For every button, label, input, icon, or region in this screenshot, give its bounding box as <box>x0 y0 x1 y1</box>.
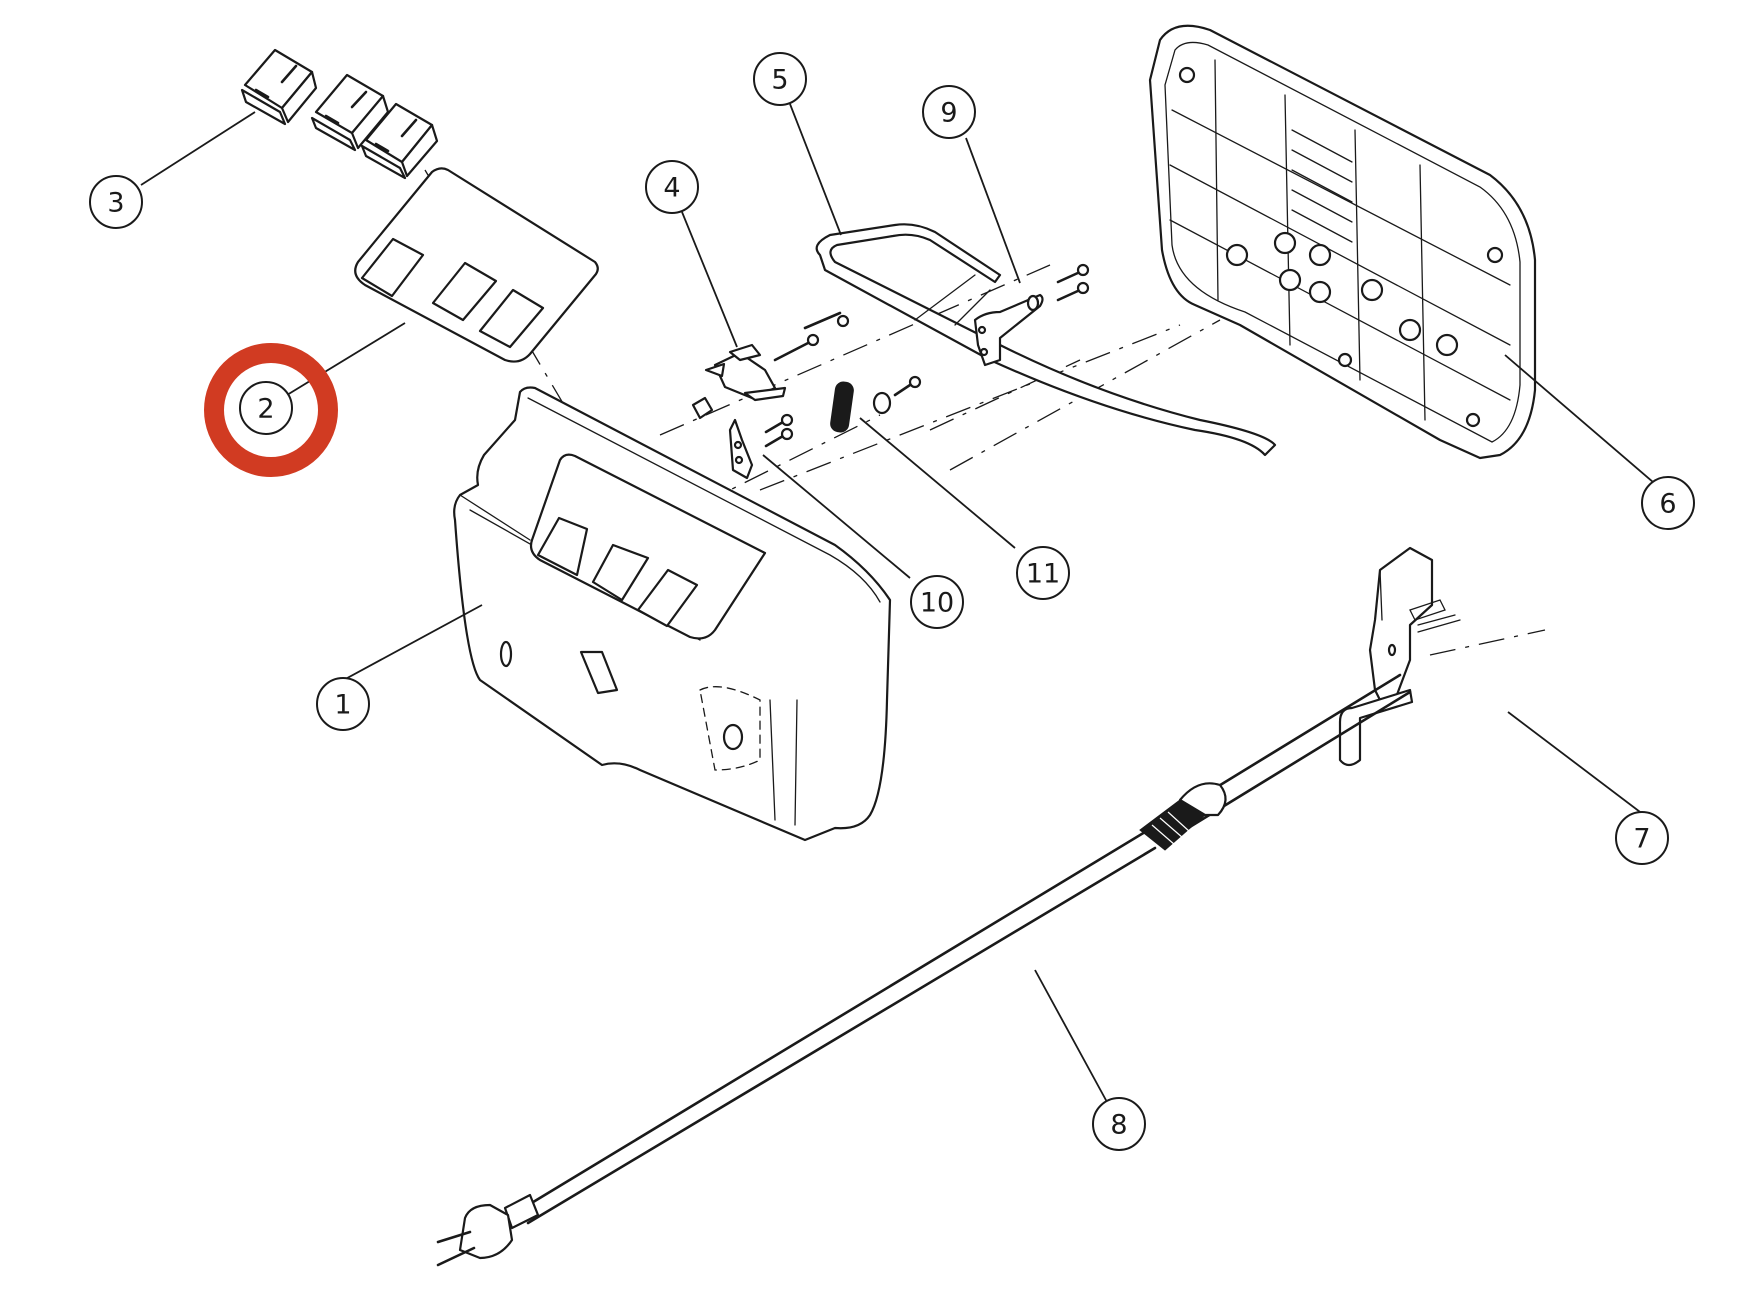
leader-3 <box>140 111 256 186</box>
leader-9 <box>965 137 1021 284</box>
leader-4 <box>681 211 738 348</box>
callout-8[interactable]: 8 <box>1092 1097 1146 1151</box>
cable-bracket-part[interactable] <box>1338 546 1461 767</box>
callout-1[interactable]: 1 <box>316 677 370 731</box>
leader-6 <box>1504 354 1654 483</box>
callout-9-label: 9 <box>940 98 957 129</box>
leader-8 <box>1034 969 1108 1103</box>
switch-lever-part[interactable] <box>728 413 794 480</box>
callout-4-label: 4 <box>663 173 680 204</box>
callout-11[interactable]: 11 <box>1016 546 1070 600</box>
housing-part[interactable] <box>453 386 892 842</box>
rocker-switch <box>360 102 439 180</box>
callout-7[interactable]: 7 <box>1615 811 1669 865</box>
leader-5 <box>789 103 842 236</box>
handle-bracket-part[interactable] <box>973 263 1090 367</box>
callout-4[interactable]: 4 <box>645 160 699 214</box>
leader-10 <box>762 454 911 579</box>
callout-3[interactable]: 3 <box>89 175 143 229</box>
callout-8-label: 8 <box>1110 1110 1127 1141</box>
callout-1-label: 1 <box>334 690 351 721</box>
callout-7-label: 7 <box>1633 824 1650 855</box>
callout-11-label: 11 <box>1026 559 1060 590</box>
callout-6[interactable]: 6 <box>1641 476 1695 530</box>
leader-7 <box>1507 711 1653 822</box>
callout-5[interactable]: 5 <box>753 52 807 106</box>
callout-9[interactable]: 9 <box>922 85 976 139</box>
leader-2 <box>286 322 406 396</box>
back-cover-part[interactable] <box>1148 24 1537 460</box>
leader-11 <box>859 417 1016 549</box>
callout-10-label: 10 <box>920 588 954 619</box>
power-cord-part[interactable] <box>436 673 1412 1267</box>
callout-6-label: 6 <box>1659 489 1676 520</box>
leader-1 <box>326 604 483 690</box>
bail-handle-part[interactable] <box>815 223 1277 457</box>
highlight-ring <box>204 343 338 477</box>
rocker-switches-part[interactable] <box>240 48 439 180</box>
callout-3-label: 3 <box>107 188 124 219</box>
callout-2-label: 2 <box>257 394 274 425</box>
tension-spring-part[interactable] <box>830 375 922 433</box>
callout-5-label: 5 <box>771 65 788 96</box>
callout-10[interactable]: 10 <box>910 575 964 629</box>
callout-2[interactable]: 2 <box>204 343 338 477</box>
rocker-switch <box>240 48 318 126</box>
micro-switch-part[interactable] <box>691 311 850 420</box>
switch-panel-gasket-part[interactable] <box>354 167 599 363</box>
leader-lines <box>140 103 1654 1103</box>
